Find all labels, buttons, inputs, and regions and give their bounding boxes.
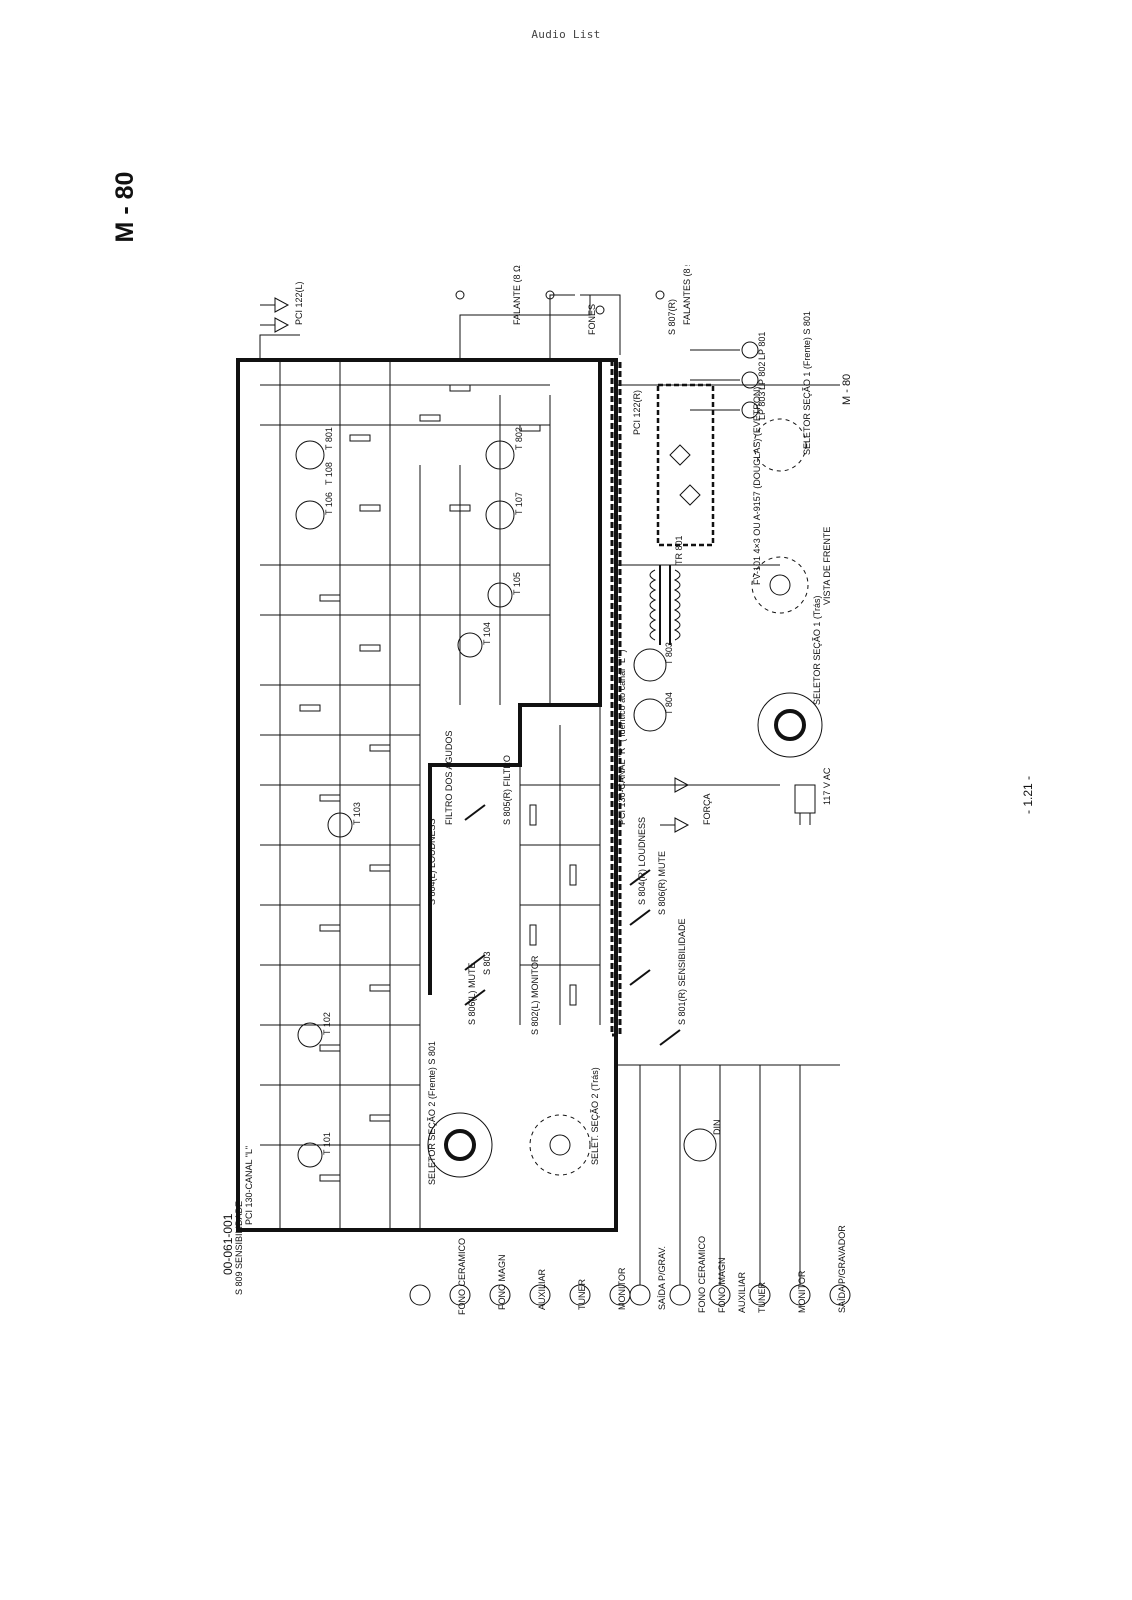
- power-board-outline: [656, 383, 715, 547]
- input-label-fono-magn: FONO MAGN: [497, 1255, 507, 1311]
- switch-s806l: S 806(L) MUTE: [467, 962, 477, 1025]
- selector-label-2: SELETOR SEÇÃO 1 (Frente) S 801: [802, 311, 812, 455]
- model-title: M - 80: [111, 171, 139, 243]
- transistor-t804: T 804: [664, 692, 674, 715]
- board-left-label: PCI 130-CANAL "L": [244, 1146, 254, 1225]
- transistor-t108: T 108: [324, 462, 334, 485]
- lamp-label-1: LP 801: [757, 332, 767, 360]
- input-label-fono-magn-2: FONO MAGN: [717, 1258, 727, 1314]
- speaker-label-2: FALANTES (8 Ω): [682, 265, 692, 325]
- din-label: DIN: [712, 1120, 722, 1136]
- transistor-t103: T 103: [352, 802, 362, 825]
- input-label-auxiliar: AUXILIAR: [537, 1268, 547, 1310]
- input-label-fono-ceramico-2: FONO CERAMICO: [697, 1236, 707, 1313]
- input-label-fono-ceramico: FONO CERAMICO: [457, 1238, 467, 1315]
- transistor-t105: T 105: [512, 572, 522, 595]
- board-outline-center: [610, 360, 622, 1037]
- switch-s804l: S 804(L) LOUDNESS: [427, 818, 437, 905]
- speaker-label-fones: FONES: [587, 304, 597, 335]
- transistor-t101: T 101: [322, 1132, 332, 1155]
- board-pci-label: PCI 122(L): [294, 281, 304, 325]
- transistor-t106: T 106: [324, 492, 334, 515]
- input-label-saida: SAÍDA P/GRAV.: [657, 1246, 667, 1310]
- selector-label-4: SELET. SEÇÃO 2 (Trás): [590, 1067, 600, 1165]
- power-label: FORÇA: [702, 794, 712, 826]
- switch-s804r: S 804(R) LOUDNESS: [637, 817, 647, 905]
- transformer-note: FV-101 4×3 OU A-9157 (DOUGLAS) (EVETRON): [752, 387, 762, 585]
- switch-s805r: S 805(R) FILTRO: [502, 755, 512, 825]
- switch-s803: S 803: [482, 951, 492, 975]
- selector-label-1: SELETOR SEÇÃO 2 (Frente) S 801: [427, 1041, 437, 1185]
- drawing-number: 00-061-001: [221, 1213, 235, 1275]
- transistor-t801: T 801: [324, 427, 334, 450]
- transistor-t803: T 803: [664, 642, 674, 665]
- input-label-auxiliar-2: AUXILIAR: [737, 1271, 747, 1313]
- switch-s806r: S 806(R) MUTE: [657, 851, 667, 915]
- lamp-label-3: LP 803: [757, 392, 767, 420]
- input-label-tuner-2: TUNER: [757, 1282, 767, 1313]
- switch-s807r: S 807(R): [667, 299, 677, 335]
- input-label-saida-gravador: SAÍDA P/GRAVADOR: [837, 1225, 847, 1313]
- switch-s809: S 809 SENSIBILIDADE: [234, 1201, 244, 1295]
- page-header: Audio List: [531, 28, 601, 41]
- switch-s801r: S 801(R) SENSIBILIDADE: [677, 918, 687, 1025]
- selector-label-3: SELETOR SEÇÃO 1 (Trás): [812, 595, 822, 705]
- input-label-monitor-2: MONITOR: [797, 1270, 807, 1313]
- mains-label: 117 V AC: [822, 767, 832, 805]
- board-right-label: PCI 130-CANAL "R" ( idêntico ao canal "L…: [617, 649, 627, 825]
- board-outline-left: [236, 358, 618, 1232]
- input-label-monitor: MONITOR: [617, 1267, 627, 1310]
- switch-s802l: S 802(L) MONITOR: [530, 955, 540, 1035]
- lamp-label-2: LP 802: [757, 362, 767, 390]
- schematic-diagram: 00-061-001 M - 80 PCI 130-CANAL "L" PCI …: [221, 265, 853, 1315]
- transistor-t102: T 102: [322, 1012, 332, 1035]
- speaker-label-1: FALANTE (8 Ω): [512, 265, 522, 325]
- filter-label: FILTRO DOS AGUDOS: [444, 731, 454, 825]
- front-view-label: VISTA DE FRENTE: [822, 527, 832, 605]
- input-label-tuner: TUNER: [577, 1279, 587, 1310]
- transformer-label: TR 801: [674, 535, 684, 565]
- schematic-model-label: M - 80: [841, 374, 853, 405]
- transistor-t104: T 104: [482, 622, 492, 645]
- board-power-label: PCI 122(R): [632, 390, 642, 435]
- page-number: - 1.21 -: [1021, 776, 1035, 815]
- transistor-t802: T 802: [514, 427, 524, 450]
- transistor-t107: T 107: [514, 492, 524, 515]
- board-outline-right: [428, 360, 602, 995]
